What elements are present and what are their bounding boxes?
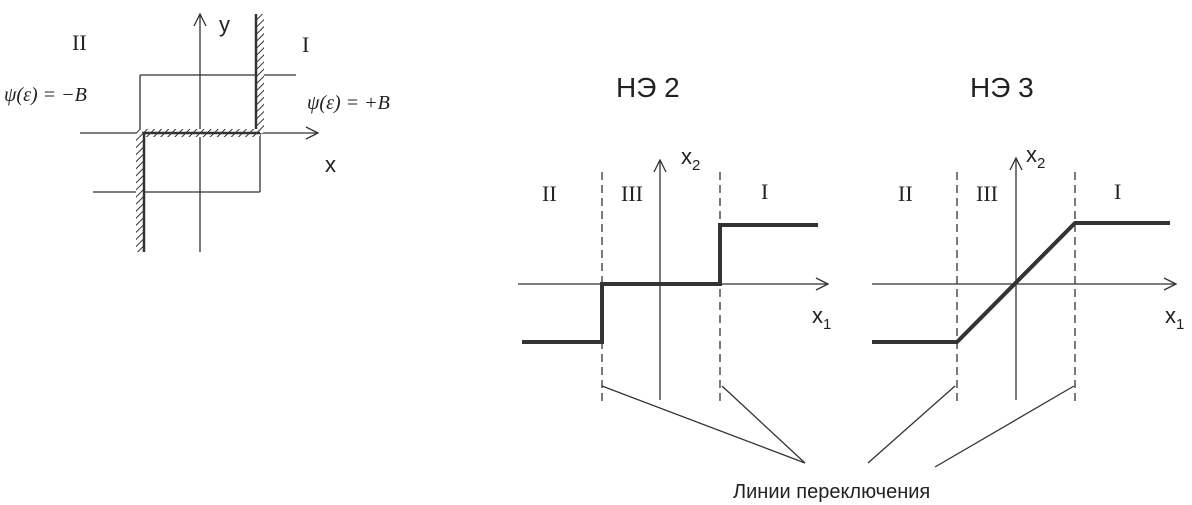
ne2-characteristic-curve xyxy=(522,223,818,344)
leader-line-ne3-right xyxy=(934,385,1075,468)
ne2-region-ii-label: II xyxy=(542,181,557,206)
ne2-region-iii-label: III xyxy=(621,181,643,206)
ne2-title: НЭ 2 xyxy=(616,72,680,103)
ne2-x2-label: x2 xyxy=(681,144,700,174)
right-hatched-boundary xyxy=(256,14,264,133)
ne3-x2-label: x2 xyxy=(1026,142,1045,172)
axis-x-label: x xyxy=(325,152,336,177)
region-ii-label: II xyxy=(72,30,87,55)
ne3-title: НЭ 3 xyxy=(970,72,1034,103)
leader-line-ne3-left xyxy=(867,385,956,464)
region-i-label: I xyxy=(302,32,309,57)
leader-line-ne2-left xyxy=(601,385,806,464)
psi-plus-b-label: ψ(ε) = +B xyxy=(307,92,390,114)
ne3-region-i-label: I xyxy=(1114,179,1121,204)
ne2-x1-label: x1 xyxy=(812,303,831,333)
ne3-diagram: НЭ 3 II III I x2 x1 xyxy=(872,72,1184,404)
ne3-characteristic-curve xyxy=(872,221,1170,344)
ne2-region-i-label: I xyxy=(761,179,768,204)
ne3-region-ii-label: II xyxy=(898,181,913,206)
switching-lines-caption: Линии переключения xyxy=(733,481,930,503)
psi-minus-b-label: ψ(ε) = −B xyxy=(4,84,87,106)
left-hatched-boundary xyxy=(136,133,144,252)
ne3-x1-label: x1 xyxy=(1165,303,1184,333)
phase-plane-diagram: II I y x ψ(ε) = −B ψ(ε) = +B xyxy=(4,12,390,252)
switching-lines-callout: Линии переключения xyxy=(601,385,1075,503)
ne3-region-iii-label: III xyxy=(976,181,998,206)
axis-y-label: y xyxy=(219,12,230,37)
leader-line-ne2-right xyxy=(721,385,806,464)
ne2-diagram: НЭ 2 II III I x2 x1 xyxy=(518,72,831,404)
